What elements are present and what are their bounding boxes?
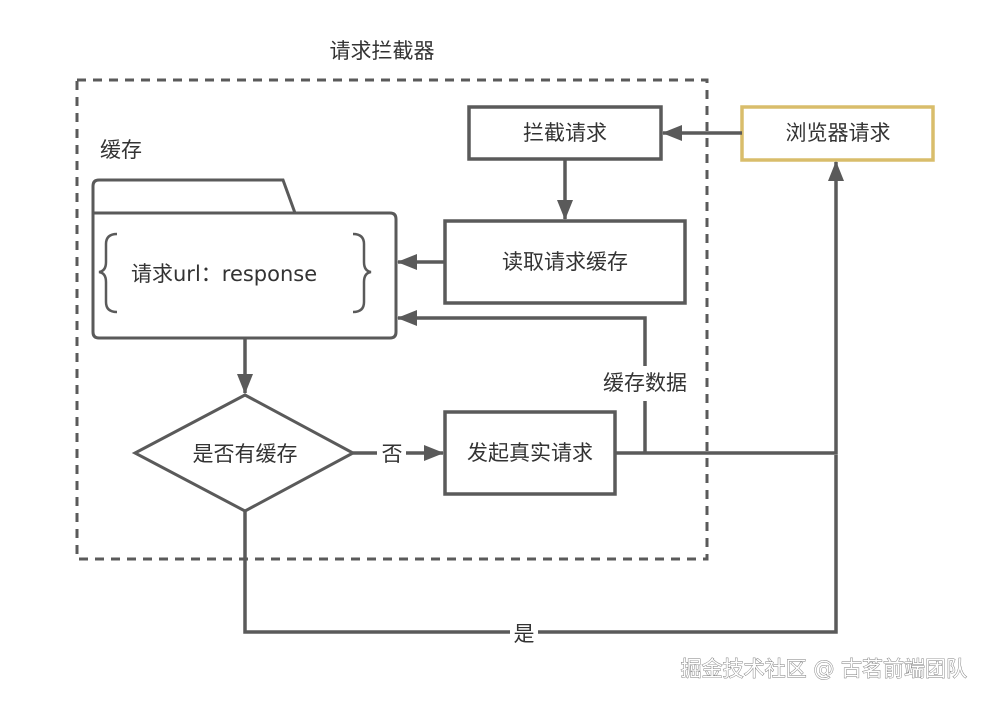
read-cache-box	[443, 219, 687, 305]
intercept-request-label: 拦截请求	[523, 121, 607, 145]
watermark: 掘金技术社区 @ 古茗前端团队	[681, 657, 967, 681]
has-cache-label: 是否有缓存	[193, 442, 298, 466]
interceptor-title: 请求拦截器	[330, 39, 435, 63]
real-request-label: 发起真实请求	[467, 441, 593, 465]
node-intercept-request[interactable]: 拦截请求	[467, 105, 663, 161]
node-browser-request[interactable]: 浏览器请求	[740, 105, 935, 162]
cache-folder[interactable]: 请求url：response	[91, 178, 398, 340]
edge-yes-segment-2	[538, 455, 838, 634]
cache-group-label: 缓存	[100, 138, 142, 162]
interceptor-group-border	[75, 78, 709, 561]
node-real-request[interactable]: 发起真实请求	[443, 410, 617, 496]
real-request-box	[443, 410, 617, 496]
close-brace-icon	[352, 232, 372, 314]
edge-real-request-to-browser	[615, 161, 844, 455]
edge-label-yes: 是	[514, 622, 535, 646]
cache-folder-tab	[91, 178, 297, 214]
cache-folder-body	[91, 211, 398, 340]
read-cache-label: 读取请求缓存	[502, 250, 628, 274]
browser-request-label: 浏览器请求	[786, 121, 891, 145]
edge-label-no: 否	[382, 442, 403, 466]
edge-label-cache-data: 缓存数据	[603, 371, 687, 395]
node-has-cache[interactable]: 是否有缓存	[131, 393, 357, 513]
open-brace-icon	[98, 232, 118, 314]
intercept-request-box	[467, 105, 663, 161]
cache-content-text: 请求url：response	[131, 262, 317, 286]
edge-yes-segment-1	[243, 511, 510, 634]
node-read-cache[interactable]: 读取请求缓存	[443, 219, 687, 305]
edge-cache-data-upper	[397, 310, 647, 366]
